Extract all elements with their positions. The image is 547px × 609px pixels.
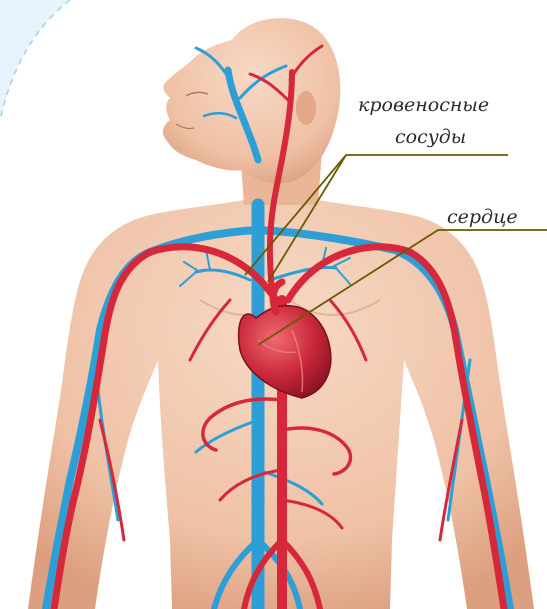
label-heart: сердце [447,206,518,228]
corner-decoration [0,0,70,120]
label-blood-vessels-line-2: сосуды [395,126,466,148]
label-blood-vessels-line-1: кровеносные [358,94,489,116]
